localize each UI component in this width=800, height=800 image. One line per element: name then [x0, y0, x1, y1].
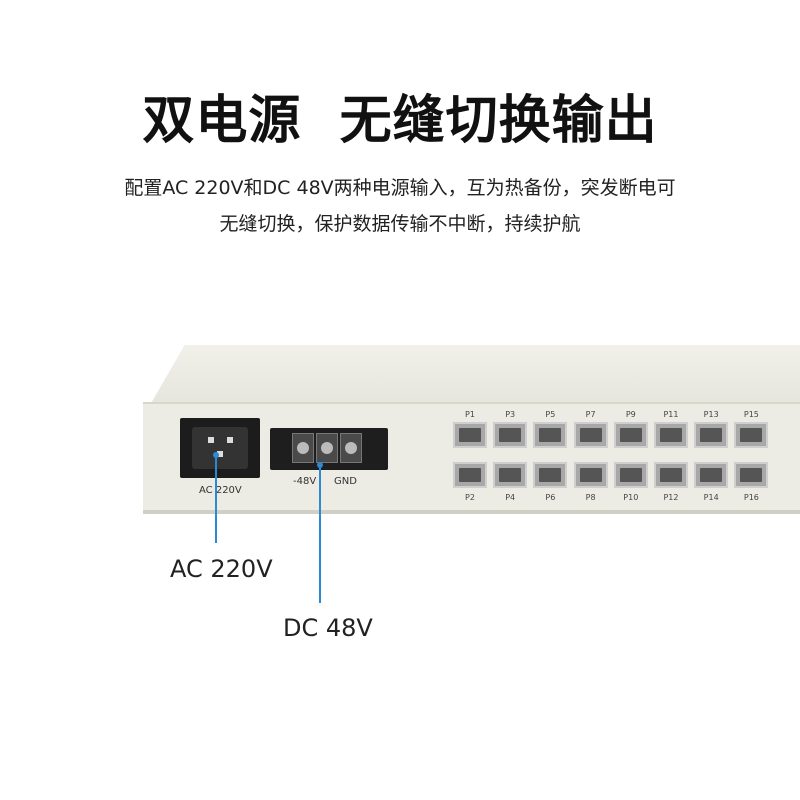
port-label: P9 [625, 410, 636, 419]
device-bottom-edge [143, 510, 800, 514]
port-label: P16 [743, 493, 759, 502]
terminal-cell [316, 433, 338, 463]
rj45-port [613, 422, 648, 448]
ac-power-socket [180, 418, 260, 478]
rj45-port [694, 462, 729, 488]
socket-pin [227, 437, 233, 443]
rj45-port [654, 422, 688, 448]
terminal-cell [292, 433, 314, 463]
rj45-port [493, 462, 528, 488]
terminal-cell [340, 433, 362, 463]
port-label: P15 [743, 410, 759, 419]
socket-pin [208, 437, 214, 443]
ac-callout-label: AC 220V [170, 555, 273, 583]
rj45-port [533, 462, 568, 488]
port-label: P14 [703, 493, 719, 502]
rj45-port [453, 462, 487, 488]
port-label: P2 [465, 493, 475, 502]
subtitle-line-1: 配置AC 220V和DC 48V两种电源输入，互为热备份，突发断电可 [124, 177, 676, 199]
port-label: P11 [663, 410, 679, 419]
subtitle-line-2: 无缝切换，保护数据传输不中断，持续护航 [219, 213, 581, 235]
port-label: P12 [663, 493, 679, 502]
rj45-port [573, 422, 608, 448]
port-label: P7 [585, 410, 596, 419]
device-top-panel [150, 345, 800, 405]
port-label: P6 [545, 493, 556, 502]
rj45-port [453, 422, 487, 448]
rj45-port [613, 462, 648, 488]
terminal-label-minus48v: -48V [293, 476, 317, 487]
dc-callout-label: DC 48V [283, 614, 373, 642]
socket-pin [217, 451, 223, 457]
port-label: P4 [505, 493, 516, 502]
port-label: P8 [585, 493, 596, 502]
port-label: P13 [703, 410, 719, 419]
ac-callout-line [215, 455, 217, 543]
ac-socket-label: AC 220V [199, 485, 242, 496]
rj45-port [573, 462, 608, 488]
rj45-port [654, 462, 688, 488]
rj45-port [533, 422, 568, 448]
port-label: P10 [623, 493, 639, 502]
page-title: 双电源 无缝切换输出 [142, 91, 658, 151]
dc-callout-line [319, 465, 321, 603]
port-label: P5 [545, 410, 556, 419]
rj45-port [493, 422, 528, 448]
port-label: P1 [465, 410, 475, 419]
rj45-port [694, 422, 729, 448]
dc-terminal-block [270, 428, 388, 470]
port-label: P3 [505, 410, 516, 419]
terminal-label-gnd: GND [334, 476, 357, 487]
rj45-port [734, 462, 769, 488]
rj45-port [734, 422, 769, 448]
